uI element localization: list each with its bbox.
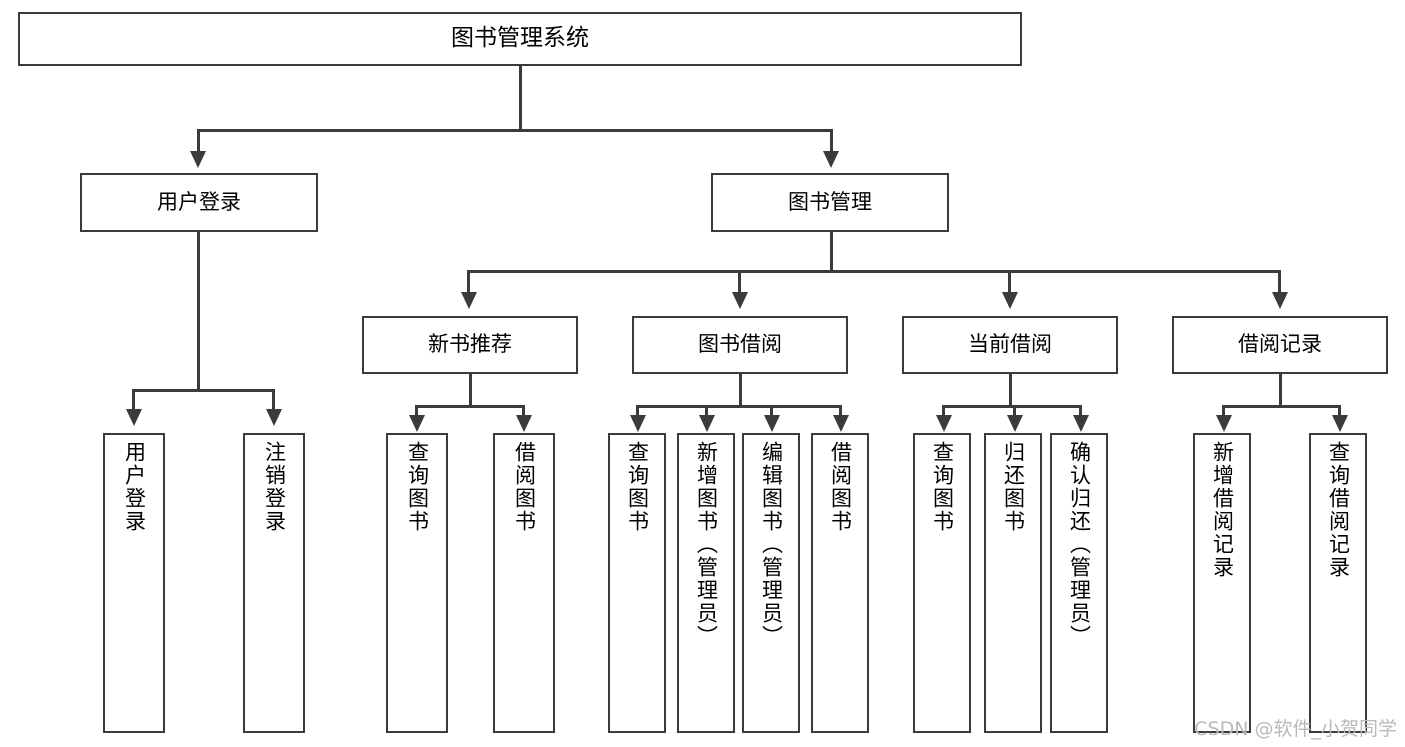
leaf-book-borrow-edit-book-admin[interactable]: 编辑图书（管理员） [742, 433, 800, 733]
node-user-login[interactable]: 用户登录 [80, 173, 318, 232]
node-label: 查询图书 [405, 441, 430, 533]
connector-user-login-stem [197, 232, 200, 389]
connector-drop-borrow-record [1278, 270, 1281, 292]
connector-drop-new-book [467, 270, 470, 292]
node-book-borrow[interactable]: 图书借阅 [632, 316, 848, 374]
connector-drop-br-leaf2 [1338, 405, 1341, 415]
leaf-current-borrow-query-book[interactable]: 查询图书 [913, 433, 971, 733]
node-new-book-recommend[interactable]: 新书推荐 [362, 316, 578, 374]
node-label: 借阅记录 [1238, 332, 1322, 357]
connector-drop-cb-leaf3 [1079, 405, 1082, 415]
arrowhead-current-borrow [1002, 292, 1018, 309]
connector-drop-bb-leaf1 [636, 405, 639, 415]
arrowhead-user-login [190, 151, 206, 168]
arrowhead-bb-leaf2 [699, 415, 715, 432]
arrowhead-new-book [461, 292, 477, 309]
arrowhead-br-leaf1 [1216, 415, 1232, 432]
arrowhead-book-management [823, 151, 839, 168]
arrowhead-bb-leaf3 [764, 415, 780, 432]
leaf-book-borrow-borrow-book[interactable]: 借阅图书 [811, 433, 869, 733]
leaf-book-borrow-add-book-admin[interactable]: 新增图书（管理员） [677, 433, 735, 733]
connector-drop-book-borrow [738, 270, 741, 292]
connector-borrow-record-bus [1222, 405, 1341, 408]
node-label: 确认归还（管理员） [1067, 441, 1092, 648]
arrowhead-bb-leaf1 [630, 415, 646, 432]
connector-drop-user-login [197, 129, 200, 151]
arrowhead-cb-leaf3 [1073, 415, 1089, 432]
connector-book-borrow-bus [636, 405, 841, 408]
connector-drop-leaf-logout [272, 389, 275, 409]
connector-drop-cb-leaf1 [942, 405, 945, 415]
leaf-user-login-logout[interactable]: 注销登录 [243, 433, 305, 733]
leaf-new-book-borrow-book[interactable]: 借阅图书 [493, 433, 555, 733]
node-label: 用户登录 [122, 441, 147, 533]
node-book-management[interactable]: 图书管理 [711, 173, 949, 232]
node-label: 用户登录 [157, 189, 241, 214]
node-label: 图书管理 [788, 189, 872, 214]
node-label: 查询图书 [930, 441, 955, 533]
arrowhead-leaf-logout [266, 409, 282, 426]
connector-drop-br-leaf1 [1222, 405, 1225, 415]
node-borrow-record[interactable]: 借阅记录 [1172, 316, 1388, 374]
leaf-current-borrow-return-book[interactable]: 归还图书 [984, 433, 1042, 733]
node-label: 图书管理系统 [451, 25, 589, 52]
arrowhead-borrow-record [1272, 292, 1288, 309]
node-label: 新增借阅记录 [1210, 441, 1235, 579]
connector-book-management-stem [830, 232, 833, 270]
connector-level3-bus [467, 270, 1280, 273]
arrowhead-cb-leaf1 [936, 415, 952, 432]
connector-drop-nb-leaf2 [522, 405, 525, 415]
connector-new-book-bus [415, 405, 525, 408]
connector-drop-bb-leaf3 [770, 405, 773, 415]
node-label: 图书借阅 [698, 332, 782, 357]
connector-book-borrow-stem [739, 374, 742, 405]
arrowhead-br-leaf2 [1332, 415, 1348, 432]
leaf-current-borrow-confirm-return-admin[interactable]: 确认归还（管理员） [1050, 433, 1108, 733]
connector-drop-bb-leaf2 [705, 405, 708, 415]
arrowhead-leaf-user-login [126, 409, 142, 426]
leaf-book-borrow-query-book[interactable]: 查询图书 [608, 433, 666, 733]
arrowhead-nb-leaf1 [409, 415, 425, 432]
node-label: 编辑图书（管理员） [759, 441, 784, 648]
connector-root-stem [519, 66, 522, 129]
connector-drop-book-management [830, 129, 833, 151]
connector-drop-leaf-user-login [132, 389, 135, 409]
leaf-new-book-query-book[interactable]: 查询图书 [386, 433, 448, 733]
connector-drop-nb-leaf1 [415, 405, 418, 415]
connector-new-book-stem [469, 374, 472, 405]
leaf-borrow-record-add-record[interactable]: 新增借阅记录 [1193, 433, 1251, 733]
node-root-book-management-system[interactable]: 图书管理系统 [18, 12, 1022, 66]
node-label: 借阅图书 [828, 441, 853, 533]
leaf-borrow-record-query-record[interactable]: 查询借阅记录 [1309, 433, 1367, 733]
arrowhead-book-borrow [732, 292, 748, 309]
connector-drop-bb-leaf4 [839, 405, 842, 415]
leaf-user-login-login[interactable]: 用户登录 [103, 433, 165, 733]
connector-drop-cb-leaf2 [1013, 405, 1016, 415]
csdn-watermark: CSDN @软件_小贺同学 [1194, 718, 1397, 740]
node-current-borrow[interactable]: 当前借阅 [902, 316, 1118, 374]
node-label: 当前借阅 [968, 332, 1052, 357]
node-label: 新书推荐 [428, 332, 512, 357]
arrowhead-cb-leaf2 [1007, 415, 1023, 432]
node-label: 查询图书 [625, 441, 650, 533]
connector-current-borrow-stem [1009, 374, 1012, 405]
node-label: 借阅图书 [512, 441, 537, 533]
node-label: 新增图书（管理员） [694, 441, 719, 648]
node-label: 查询借阅记录 [1326, 441, 1351, 579]
connector-current-borrow-bus [942, 405, 1082, 408]
node-label: 注销登录 [262, 441, 287, 533]
connector-drop-current-borrow [1008, 270, 1011, 292]
arrowhead-bb-leaf4 [833, 415, 849, 432]
connector-level2-bus [197, 129, 833, 132]
connector-user-login-bus [132, 389, 274, 392]
node-label: 归还图书 [1001, 441, 1026, 533]
connector-borrow-record-stem [1279, 374, 1282, 405]
arrowhead-nb-leaf2 [516, 415, 532, 432]
